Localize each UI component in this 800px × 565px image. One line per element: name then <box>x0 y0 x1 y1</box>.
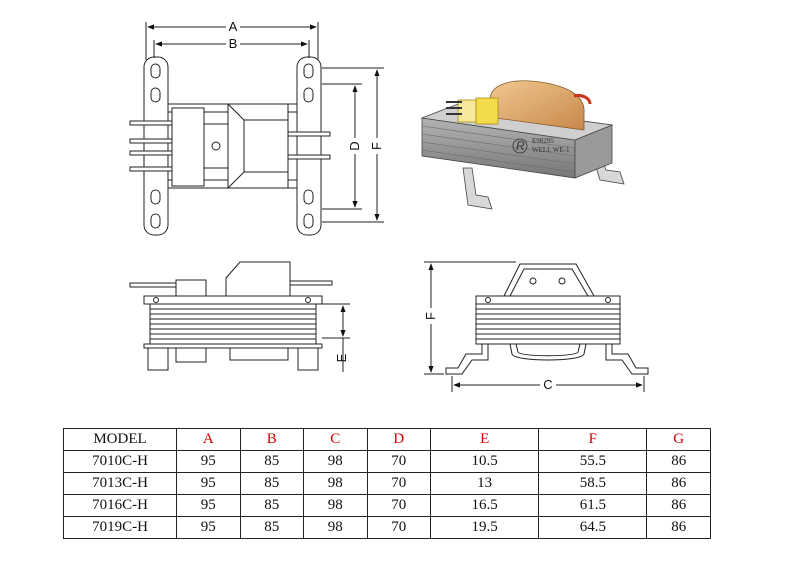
cell-d: 70 <box>366 516 432 539</box>
cell-e: 10.5 <box>430 450 540 473</box>
cell-model: 7010C-H <box>63 450 177 473</box>
transformer-photo: R E98295 WELL WE-1 <box>420 80 625 210</box>
col-header-e: E <box>430 428 540 451</box>
cell-a: 95 <box>176 472 241 495</box>
cell-g: 86 <box>646 450 711 473</box>
dim-label-a: A <box>229 19 238 34</box>
cell-b: 85 <box>239 450 305 473</box>
cell-c: 98 <box>303 494 368 517</box>
cell-a: 95 <box>176 450 241 473</box>
cell-b: 85 <box>239 494 305 517</box>
ul-mark: R <box>516 139 525 153</box>
cell-f: 61.5 <box>538 494 648 517</box>
col-header-a: A <box>176 428 241 451</box>
cell-c: 98 <box>303 516 368 539</box>
cell-e: 16.5 <box>430 494 540 517</box>
dim-label-d: D <box>347 141 362 150</box>
table-row: 7010C-H 95 85 98 70 10.5 55.5 86 <box>63 450 711 473</box>
cell-a: 95 <box>176 516 241 539</box>
col-header-f: F <box>538 428 648 451</box>
table-row: 7016C-H 95 85 98 70 16.5 61.5 86 <box>63 494 711 517</box>
col-header-b: B <box>239 428 305 451</box>
cell-b: 85 <box>239 516 305 539</box>
cell-g: 86 <box>646 516 711 539</box>
dim-label-e: E <box>334 353 349 362</box>
cell-e: 19.5 <box>430 516 540 539</box>
cell-d: 70 <box>366 450 432 473</box>
side-view <box>129 261 350 372</box>
cell-f: 55.5 <box>538 450 648 473</box>
dim-label-b: B <box>229 36 238 51</box>
cell-g: 86 <box>646 472 711 495</box>
cell-c: 98 <box>303 450 368 473</box>
col-header-g: G <box>646 428 711 451</box>
transformer-drawing: A B D F R E98295 WELL <box>129 19 649 392</box>
cell-f: 58.5 <box>538 472 648 495</box>
dim-label-c: C <box>543 377 552 392</box>
front-view <box>424 261 649 392</box>
cell-g: 86 <box>646 494 711 517</box>
table-header-row: MODEL A B C D E F G <box>63 428 711 451</box>
top-view <box>129 22 384 236</box>
cell-model: 7019C-H <box>63 516 177 539</box>
col-header-model: MODEL <box>63 428 177 451</box>
nameplate-code: E98295 <box>532 137 554 145</box>
nameplate-maker: WELL WE-1 <box>532 146 570 154</box>
cell-c: 98 <box>303 472 368 495</box>
cell-model: 7016C-H <box>63 494 177 517</box>
table-row: 7019C-H 95 85 98 70 19.5 64.5 86 <box>63 516 711 539</box>
dim-label-f: F <box>423 312 438 320</box>
table-row: 7013C-H 95 85 98 70 13 58.5 86 <box>63 472 711 495</box>
cell-model: 7013C-H <box>63 472 177 495</box>
dim-label-g: F <box>369 142 384 150</box>
cell-d: 70 <box>366 472 432 495</box>
col-header-c: C <box>303 428 368 451</box>
cell-d: 70 <box>366 494 432 517</box>
cell-e: 13 <box>430 472 540 495</box>
cell-b: 85 <box>239 472 305 495</box>
cell-f: 64.5 <box>538 516 648 539</box>
mounting-bracket-right <box>296 56 322 236</box>
lamination-lines <box>150 308 316 340</box>
col-header-d: D <box>366 428 432 451</box>
spec-table: MODEL A B C D E F G 7010C-H 95 85 98 70 … <box>63 428 711 539</box>
mounting-bracket-left <box>143 56 169 236</box>
cell-a: 95 <box>176 494 241 517</box>
